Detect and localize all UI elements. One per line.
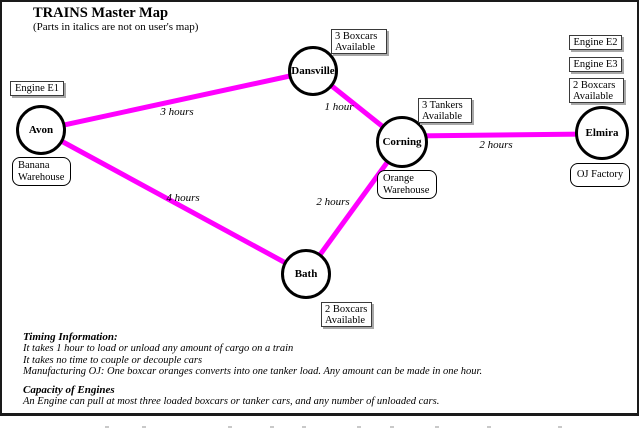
- node-dansville: [288, 46, 338, 96]
- node-label-dansville: Dansville: [291, 65, 335, 77]
- resource-box-engine-e1: Engine E1: [10, 81, 64, 96]
- capacity-line: An Engine can pull at most three loaded …: [23, 396, 440, 408]
- facility-box-banana-warehouse: Banana Warehouse: [12, 157, 71, 186]
- timing-line: Manufacturing OJ: One boxcar oranges con…: [23, 365, 483, 377]
- resource-text: Available: [335, 42, 376, 53]
- edge-label-corning-bath: 2 hours: [316, 196, 350, 208]
- page-title: TRAINS Master Map: [33, 5, 169, 21]
- timing-line: It takes 1 hour to load or unload any am…: [23, 343, 294, 355]
- edge-corning-elmira: [409, 131, 593, 139]
- resource-box-elmira-boxcars: 2 Boxcars Available: [569, 78, 624, 103]
- facility-text: Banana: [18, 160, 50, 171]
- resource-text: 3 Tankers: [422, 100, 463, 111]
- resource-text: 2 Boxcars: [325, 304, 368, 315]
- facility-box-oj-factory: OJ Factory: [570, 163, 630, 187]
- edge-corning-bath: [303, 140, 405, 276]
- resource-box-corning-tankers: 3 Tankers Available: [418, 98, 472, 123]
- node-label-elmira: Elmira: [585, 127, 619, 139]
- map-frame-border: [0, 0, 639, 416]
- node-label-corning: Corning: [382, 136, 422, 148]
- edge-label-corning-elmira: 2 hours: [479, 139, 513, 151]
- edge-label-avon-bath: 4 hours: [166, 192, 200, 204]
- facility-box-orange-warehouse: Orange Warehouse: [377, 170, 437, 199]
- resource-box-bath-boxcars: 2 Boxcars Available: [321, 302, 372, 327]
- timing-line: It takes no time to couple or decouple c…: [23, 354, 203, 366]
- edge-label-avon-dansville: 3 hours: [160, 106, 194, 118]
- timing-title: Timing Information:: [23, 331, 118, 343]
- page-subtitle: (Parts in italics are not on user's map): [33, 21, 199, 33]
- resource-text: 2 Boxcars: [573, 80, 616, 91]
- capacity-title: Capacity of Engines: [23, 384, 115, 396]
- resource-box-dansville-boxcars: 3 Boxcars Available: [331, 29, 387, 54]
- resource-text: Available: [573, 91, 614, 102]
- facility-text: Orange: [383, 173, 414, 184]
- resource-box-engine-e2: Engine E2: [569, 35, 622, 50]
- facility-text: Warehouse: [18, 171, 65, 183]
- node-label-bath: Bath: [294, 268, 318, 280]
- node-label-avon: Avon: [28, 124, 54, 136]
- facility-text: Warehouse: [383, 184, 430, 196]
- facility-text: OJ Factory: [576, 169, 624, 180]
- resource-text: 3 Boxcars: [335, 31, 378, 42]
- resource-text: Available: [325, 315, 366, 326]
- node-bath: [281, 249, 331, 299]
- resource-text: Available: [422, 111, 463, 122]
- resource-text: Engine E3: [573, 59, 618, 70]
- node-avon: [16, 105, 66, 155]
- edge-avon-dansville: [40, 68, 314, 133]
- edge-avon-bath: [39, 127, 308, 277]
- resource-text: Engine E2: [573, 37, 618, 48]
- node-elmira: [575, 106, 629, 160]
- engine-capacity-notes: Capacity of Engines An Engine can pull a…: [23, 384, 440, 408]
- resource-text: Engine E1: [14, 83, 60, 94]
- resource-box-engine-e3: Engine E3: [569, 57, 622, 72]
- timing-information-notes: Timing Information: It takes 1 hour to l…: [23, 331, 483, 377]
- node-corning: [376, 116, 428, 168]
- edge-label-dansville-corning: 1 hour: [324, 101, 354, 113]
